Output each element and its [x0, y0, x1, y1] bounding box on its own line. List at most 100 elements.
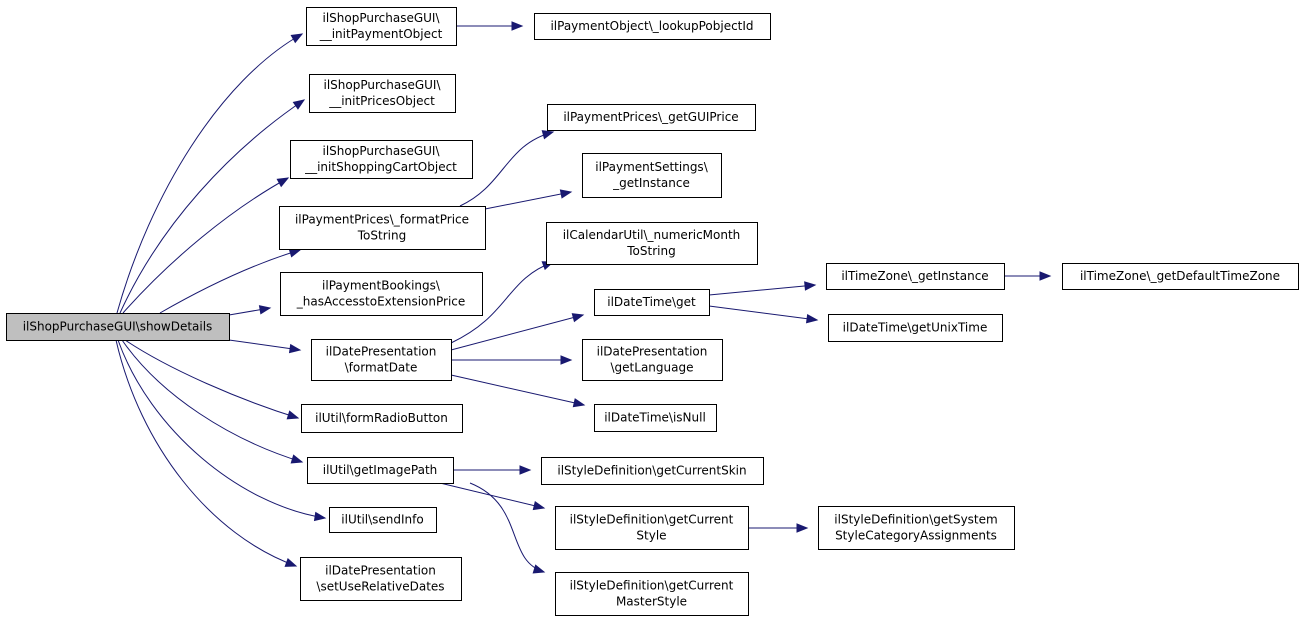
edge-line	[228, 339, 301, 351]
edge-root-to-formatPriceToString	[159, 248, 302, 314]
node-getUnixTime[interactable]: ilDateTime\getUnixTime	[828, 314, 1003, 342]
edge-arrowhead	[1039, 271, 1052, 281]
edge-getImagePath-to-getCurrentSkin	[453, 465, 532, 475]
node-label-line: ilPaymentPrices\_formatPrice	[295, 213, 469, 227]
edge-line	[159, 249, 301, 314]
node-box	[279, 206, 486, 250]
node-box	[290, 140, 473, 179]
edge-arrowhead	[796, 523, 809, 533]
edge-root-to-hasAccesstoExtensionPrice	[228, 305, 272, 316]
node-box	[828, 314, 1003, 342]
edge-arrowhead	[290, 454, 304, 464]
node-box	[555, 506, 749, 550]
node-hasAccesstoExtensionPrice[interactable]: ilPaymentBookings\_hasAccesstoExtensionP…	[280, 272, 483, 316]
edge-line	[450, 314, 584, 351]
node-getCurrentSkin[interactable]: ilStyleDefinition\getCurrentSkin	[541, 457, 764, 485]
node-timeZoneGetInstance[interactable]: ilTimeZone\_getInstance	[826, 263, 1005, 290]
node-label-line: ilDatePresentation	[325, 564, 436, 578]
edge-root-to-initShoppingCartObject	[122, 177, 290, 314]
edge-arrowhead	[541, 130, 555, 140]
node-getSystemStyleCategoryAssignments[interactable]: ilStyleDefinition\getSystemStyleCategory…	[818, 506, 1015, 550]
node-getDefaultTimeZone[interactable]: ilTimeZone\_getDefaultTimeZone	[1062, 263, 1299, 290]
edge-initPaymentObject-to-lookupPobjectId	[456, 21, 524, 31]
edge-timeZoneGetInstance-to-getDefaultTimeZone	[1004, 271, 1052, 281]
edge-root-to-initPricesObject	[119, 99, 306, 314]
node-dateTimeGet[interactable]: ilDateTime\get	[594, 289, 710, 316]
edge-arrowhead	[284, 557, 298, 567]
node-box	[309, 74, 456, 113]
edge-line	[484, 191, 572, 210]
node-getGUIPrice[interactable]: ilPaymentPrices\_getGUIPrice	[547, 104, 756, 131]
edge-arrowhead	[258, 305, 272, 315]
node-label-line: ilTimeZone\_getInstance	[841, 269, 988, 283]
node-label-line: ilDateTime\isNull	[604, 411, 706, 425]
node-box	[329, 507, 437, 533]
node-label-line: ilDateTime\getUnixTime	[843, 321, 988, 335]
edge-arrowhead	[276, 177, 290, 188]
node-box	[582, 339, 723, 381]
node-initShoppingCartObject[interactable]: ilShopPurchaseGUI\__initShoppingCartObje…	[290, 140, 473, 179]
edge-formatPriceToString-to-getGUIPrice	[459, 130, 555, 207]
edge-formatDate-to-dateTimeGet	[450, 313, 585, 351]
edge-line	[450, 261, 554, 344]
node-lookupPobjectId[interactable]: ilPaymentObject\_lookupPobjectId	[534, 13, 771, 40]
node-setUseRelativeDates[interactable]: ilDatePresentation\setUseRelativeDates	[300, 557, 462, 601]
edge-getImagePath-to-getCurrentStyle	[439, 482, 546, 511]
node-box	[6, 313, 230, 341]
nodes-layer: ilShopPurchaseGUI\showDetails ilShopPurch…	[6, 7, 1299, 616]
node-formRadioButton[interactable]: ilUtil\formRadioButton	[301, 404, 463, 433]
edge-line	[115, 339, 297, 567]
node-label-line: MasterStyle	[616, 595, 687, 609]
node-label-line: ilStyleDefinition\getCurrent	[570, 513, 734, 527]
edge-arrowhead	[288, 343, 302, 354]
node-label-line: ilUtil\getImagePath	[323, 463, 438, 477]
edge-formatDate-to-isNull	[450, 374, 586, 408]
edge-arrowhead	[559, 189, 573, 199]
edge-arrowhead	[511, 21, 524, 31]
node-initPricesObject[interactable]: ilShopPurchaseGUI\__initPricesObject	[309, 74, 456, 113]
edge-arrowhead	[560, 355, 573, 365]
node-formatDate[interactable]: ilDatePresentation\formatDate	[311, 339, 452, 381]
node-label-line: ilPaymentPrices\_getGUIPrice	[563, 110, 738, 124]
edge-line	[121, 339, 303, 463]
node-initPaymentObject[interactable]: ilShopPurchaseGUI\__initPaymentObject	[306, 7, 457, 46]
node-label-line: ilStyleDefinition\getCurrentSkin	[557, 464, 746, 478]
edge-arrowhead	[532, 500, 546, 511]
node-getImagePath[interactable]: ilUtil\getImagePath	[307, 457, 454, 484]
node-label-line: ilPaymentSettings\	[595, 160, 708, 174]
node-box	[280, 272, 483, 316]
node-label-line: __initPricesObject	[328, 94, 435, 108]
edge-formatDate-to-getLanguage	[451, 355, 573, 365]
node-label-line: ilPaymentObject\_lookupPobjectId	[550, 19, 753, 33]
edge-root-to-setUseRelativeDates	[115, 339, 298, 567]
node-getLanguage[interactable]: ilDatePresentation\getLanguage	[582, 339, 723, 381]
node-label-line: ilStyleDefinition\getSystem	[834, 513, 997, 527]
node-label-line: __initPaymentObject	[319, 27, 443, 41]
edge-root-to-sendInfo	[117, 339, 327, 522]
edge-dateTimeGet-to-getUnixTime	[708, 305, 819, 324]
node-root[interactable]: ilShopPurchaseGUI\showDetails	[6, 313, 230, 341]
edge-line	[469, 482, 545, 573]
node-isNull[interactable]: ilDateTime\isNull	[594, 404, 717, 432]
node-label-line: ilTimeZone\_getDefaultTimeZone	[1080, 269, 1280, 283]
edge-line	[439, 482, 545, 509]
node-label-line: ilPaymentBookings\	[322, 279, 441, 293]
node-box	[300, 557, 462, 601]
node-label-line: \getLanguage	[611, 361, 694, 375]
edge-arrowhead	[286, 410, 300, 420]
node-label-line: _getInstance	[612, 176, 690, 190]
node-box	[541, 457, 764, 485]
edge-root-to-getImagePath	[121, 339, 304, 464]
node-paymentSettingsGetInstance[interactable]: ilPaymentSettings\ _getInstance	[582, 153, 722, 198]
edge-arrowhead	[519, 465, 532, 475]
edge-arrowhead	[805, 313, 819, 324]
node-label-line: Style	[636, 529, 666, 543]
edges-layer	[115, 21, 1052, 574]
node-sendInfo[interactable]: ilUtil\sendInfo	[329, 507, 437, 533]
node-box	[546, 222, 758, 265]
